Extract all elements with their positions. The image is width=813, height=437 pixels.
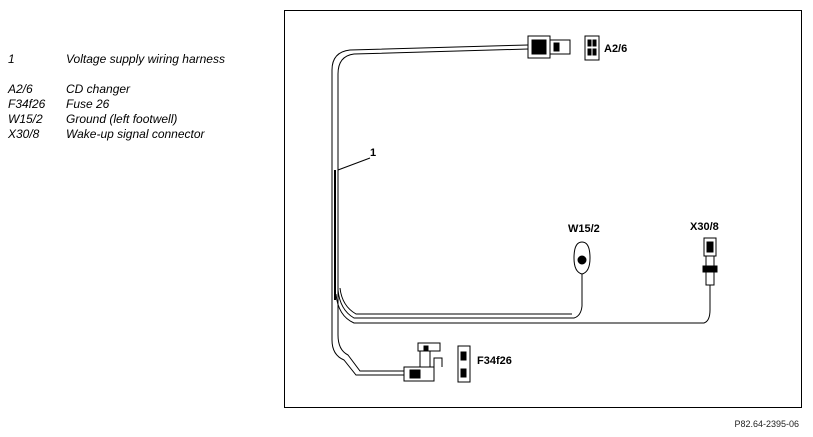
legend-code: F34f26 xyxy=(8,97,46,111)
legend-code: W15/2 xyxy=(8,112,43,126)
harness-leader xyxy=(337,157,371,171)
wiring-diagram: 1 A2/6 W15/2 X30/8 F34 xyxy=(331,35,719,383)
fuse-holder xyxy=(403,342,471,383)
legend-label: Voltage supply wiring harness xyxy=(66,52,225,66)
harness-label: 1 xyxy=(370,147,376,159)
legend-label: Wake-up signal connector xyxy=(66,127,205,141)
legend-label: Ground (left footwell) xyxy=(66,112,178,126)
wake-up-connector xyxy=(702,237,718,286)
ground-label: W15/2 xyxy=(568,223,600,235)
cd-changer-connector xyxy=(527,35,600,61)
cd-changer-label: A2/6 xyxy=(604,43,627,55)
branch-inner xyxy=(335,285,711,324)
legend-label: Fuse 26 xyxy=(66,97,110,111)
legend-label: CD changer xyxy=(66,82,131,96)
legend-code: 1 xyxy=(8,52,15,66)
branch-middle xyxy=(339,287,572,315)
branch-outer xyxy=(337,280,583,319)
legend-code: X30/8 xyxy=(8,127,40,141)
harness-inner-line xyxy=(337,48,529,372)
harness-outer-line xyxy=(331,44,529,376)
diagram-frame xyxy=(284,10,802,408)
ground-eyelet xyxy=(573,241,591,280)
fuse-label: F34f26 xyxy=(477,355,512,367)
legend-code: A2/6 xyxy=(8,82,33,96)
wake-up-label: X30/8 xyxy=(690,221,719,233)
reference-code: P82.64-2395-06 xyxy=(734,419,799,429)
